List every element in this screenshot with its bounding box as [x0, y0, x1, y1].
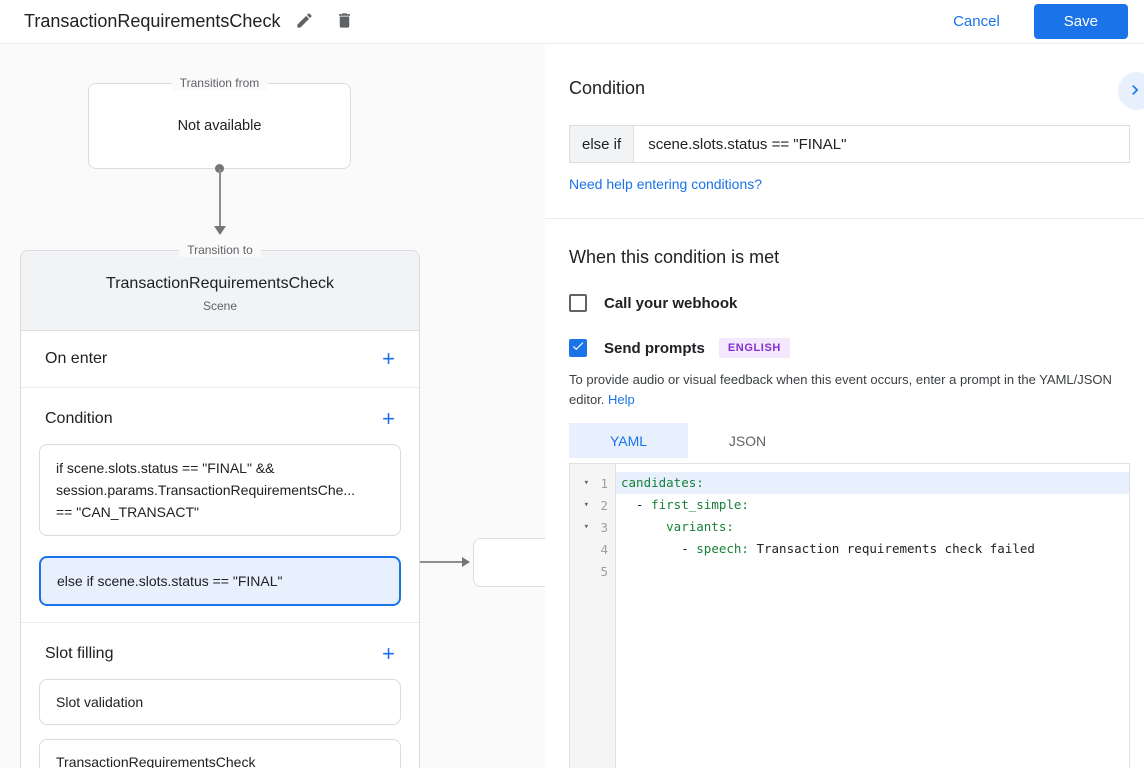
slot-item-label: Slot validation: [56, 694, 144, 710]
page-title: TransactionRequirementsCheck: [24, 11, 281, 31]
gutter-line[interactable]: ▾3: [570, 516, 615, 538]
code-line[interactable]: - speech: Transaction requirements check…: [616, 538, 1129, 560]
cancel-button[interactable]: Cancel: [937, 5, 1016, 38]
help-link[interactable]: Help: [608, 391, 635, 407]
condition-help-link[interactable]: Need help entering conditions?: [569, 176, 763, 192]
language-badge: ENGLISH: [718, 338, 790, 358]
scene-type-label: Scene: [202, 298, 238, 313]
transition-to-label: Transition to: [179, 243, 261, 257]
condition-section-label: Condition: [45, 410, 113, 427]
code-line[interactable]: variants:: [616, 516, 1129, 538]
webhook-row: Call your webhook: [569, 294, 1130, 312]
slot-item[interactable]: Slot validation: [39, 679, 401, 725]
on-enter-label: On enter: [45, 350, 108, 367]
code-segment-plain: Transaction requirements check failed: [748, 541, 1035, 556]
add-slot-button[interactable]: +: [382, 641, 395, 666]
collapse-panel-button[interactable]: [1118, 72, 1144, 110]
scene-diagram-canvas: Transition from Not available Transition…: [0, 44, 545, 768]
prompt-description-text: To provide audio or visual feedback when…: [569, 372, 1112, 407]
when-met-section: When this condition is met Call your web…: [545, 219, 1144, 768]
condition-item-selected[interactable]: else if scene.slots.status == "FINAL": [39, 556, 401, 606]
line-number: 5: [600, 563, 608, 579]
condition-text-line: if scene.slots.status == "FINAL" &&: [56, 460, 275, 476]
slot-item[interactable]: TransactionRequirementsCheck: [39, 739, 401, 768]
tab-yaml[interactable]: YAML: [569, 423, 688, 458]
on-enter-section[interactable]: On enter +: [21, 331, 419, 388]
scene-card-header[interactable]: TransactionRequirementsCheck Scene: [21, 251, 419, 331]
condition-text-line: else if scene.slots.status == "FINAL": [57, 573, 283, 589]
send-prompts-row: Send prompts ENGLISH: [569, 338, 1130, 358]
gutter-line: 5: [570, 560, 615, 582]
slot-item-label: TransactionRequirementsCheck: [56, 754, 256, 768]
arrowhead-down-icon: [214, 226, 226, 235]
code-segment-key: first_simple:: [651, 497, 749, 512]
delete-button[interactable]: [328, 6, 360, 38]
slot-filling-label: Slot filling: [45, 645, 114, 662]
add-on-enter-button[interactable]: +: [382, 346, 395, 371]
condition-header-section: Condition else if Need help entering con…: [545, 44, 1144, 219]
code-line[interactable]: - first_simple:: [616, 494, 1129, 516]
top-bar: TransactionRequirementsCheck Cancel Save: [0, 0, 1144, 44]
send-prompts-checkbox[interactable]: [569, 339, 587, 357]
condition-item[interactable]: if scene.slots.status == "FINAL" && sess…: [39, 444, 401, 536]
condition-expression-input[interactable]: [633, 125, 1130, 163]
prompt-description: To provide audio or visual feedback when…: [569, 370, 1130, 409]
send-prompts-label: Send prompts: [604, 339, 705, 357]
gutter-line[interactable]: ▾2: [570, 494, 615, 516]
condition-section: Condition + if scene.slots.status == "FI…: [21, 388, 419, 623]
gutter-line[interactable]: ▾1: [570, 472, 615, 494]
transition-target-box[interactable]: [473, 538, 545, 587]
code-line[interactable]: candidates:: [616, 472, 1129, 494]
scene-card: Transition to TransactionRequirementsChe…: [20, 243, 420, 768]
when-met-heading: When this condition is met: [569, 247, 780, 267]
arrowhead-right-icon: [462, 557, 470, 567]
code-segment-key: speech:: [696, 541, 749, 556]
fold-arrow-icon[interactable]: ▾: [583, 500, 589, 510]
connector-line: [219, 169, 221, 226]
check-icon: [571, 339, 585, 358]
condition-editor-panel: Condition else if Need help entering con…: [545, 44, 1144, 768]
code-segment-key: variants:: [666, 519, 734, 534]
connector-dot: [215, 164, 224, 173]
chevron-right-icon: [1125, 80, 1144, 103]
scene-name: TransactionRequirementsCheck: [106, 274, 334, 292]
webhook-label: Call your webhook: [604, 294, 738, 312]
condition-text-line: == "CAN_TRANSACT": [56, 504, 199, 520]
code-segment-plain: -: [621, 497, 652, 512]
line-number: 4: [600, 541, 608, 557]
pencil-icon: [295, 11, 314, 33]
transition-from-value: Not available: [177, 118, 262, 134]
line-number: 3: [600, 519, 608, 535]
edit-button[interactable]: [288, 6, 320, 38]
editor-code[interactable]: candidates: - first_simple: variants: - …: [616, 464, 1129, 768]
code-segment-key: candidates:: [621, 475, 704, 490]
condition-prefix-label: else if: [569, 125, 634, 163]
save-button[interactable]: Save: [1033, 4, 1128, 39]
code-line[interactable]: [616, 560, 1129, 582]
gutter-line: 4: [570, 538, 615, 560]
trash-icon: [335, 11, 354, 33]
line-number: 2: [600, 497, 608, 513]
webhook-checkbox[interactable]: [569, 294, 587, 312]
tab-json[interactable]: JSON: [688, 423, 807, 458]
fold-arrow-icon[interactable]: ▾: [583, 522, 589, 532]
code-segment-plain: -: [621, 541, 697, 556]
condition-text-line: session.params.TransactionRequirementsCh…: [56, 482, 356, 498]
transition-from-box[interactable]: Transition from Not available: [88, 76, 351, 169]
fold-arrow-icon[interactable]: ▾: [583, 478, 589, 488]
transition-from-label: Transition from: [171, 76, 268, 90]
add-condition-button[interactable]: +: [382, 406, 395, 431]
line-number: 1: [600, 475, 608, 491]
slot-filling-section: Slot filling + Slot validation Transacti…: [21, 623, 419, 768]
code-segment-plain: [621, 519, 666, 534]
connector-line: [404, 561, 463, 563]
editor-tabs: YAML JSON: [569, 423, 1130, 458]
condition-panel-heading: Condition: [569, 78, 646, 98]
